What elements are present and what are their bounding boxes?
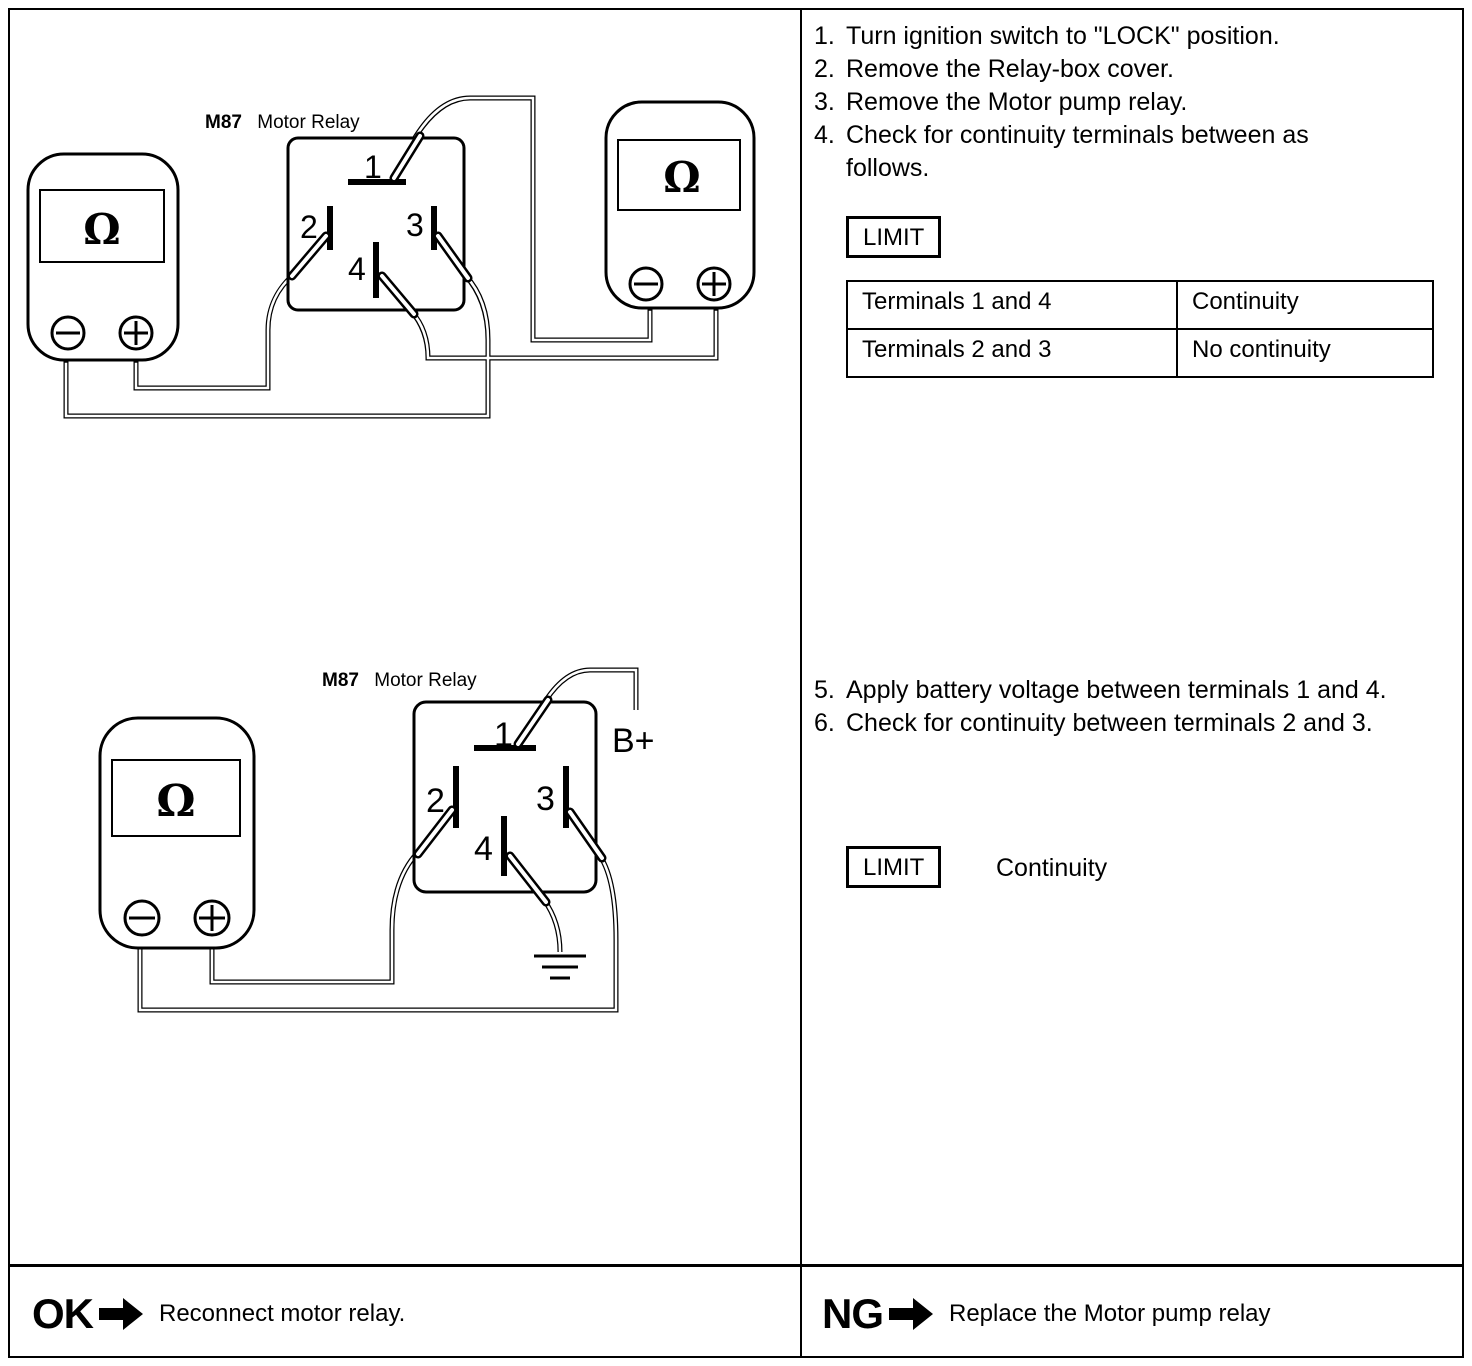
svg-text:M87 Motor Relay: M87 Motor Relay xyxy=(322,670,477,691)
motor-relay-top: M87 Motor Relay 1 2 3 4 xyxy=(205,112,473,319)
terminal-label-3: 3 xyxy=(406,207,424,243)
procedure-steps-1: 1.Turn ignition switch to "LOCK" positio… xyxy=(814,20,1366,185)
ground-icon xyxy=(534,954,586,980)
table-row: Terminals 1 and 4 Continuity xyxy=(846,280,1434,330)
step-item: 2.Remove the Relay-box cover. xyxy=(814,55,1174,83)
relay-name: Motor Relay xyxy=(374,670,477,691)
ng-verdict: NG Replace the Motor pump relay xyxy=(822,1290,1271,1338)
terminal-label-4: 4 xyxy=(474,830,493,868)
limit-badge: LIMIT xyxy=(846,216,942,258)
terminal-label-1: 1 xyxy=(494,716,513,754)
arrow-right-icon xyxy=(889,1298,933,1330)
ok-label: OK xyxy=(32,1290,94,1337)
ohmmeter-right: Ω xyxy=(604,100,756,310)
limit-table: Terminals 1 and 4 Continuity Terminals 2… xyxy=(846,280,1434,378)
table-cell-terminals: Terminals 1 and 4 xyxy=(846,280,1178,330)
ng-label: NG xyxy=(822,1290,884,1337)
ohm-symbol-left: Ω xyxy=(83,205,120,254)
ng-message: Replace the Motor pump relay xyxy=(949,1300,1271,1327)
step-item: 5.Apply battery voltage between terminal… xyxy=(814,676,1387,704)
terminal-label-4: 4 xyxy=(348,251,366,287)
limit-badge: LIMIT xyxy=(846,846,942,888)
step-item: 3.Remove the Motor pump relay. xyxy=(814,88,1188,116)
relay-code: M87 xyxy=(205,112,242,133)
procedure-steps-2: 5.Apply battery voltage between terminal… xyxy=(814,674,1387,740)
step-item: 1.Turn ignition switch to "LOCK" positio… xyxy=(814,22,1280,50)
terminal-label-1: 1 xyxy=(364,149,382,185)
minus-terminal-icon xyxy=(50,315,86,351)
ohmmeter-left: Ω xyxy=(26,152,180,362)
ohm-symbol-bottom: Ω xyxy=(156,776,195,827)
probe-tips xyxy=(287,131,473,319)
wiring-diagrams: Ω Ω xyxy=(26,95,756,1013)
bottom-diagram: Ω M87 Motor Relay 1 2 3 xyxy=(98,667,655,1013)
terminal-label-2: 2 xyxy=(426,782,445,820)
relay-name: Motor Relay xyxy=(257,112,360,133)
terminal-label-3: 3 xyxy=(536,780,555,818)
footer-divider xyxy=(8,1264,1464,1267)
relay-code: M87 xyxy=(322,670,359,691)
table-row: Terminals 2 and 3 No continuity xyxy=(846,328,1434,378)
svg-text:M87 Motor Relay: M87 Motor Relay xyxy=(205,112,360,133)
plus-terminal-icon xyxy=(696,266,732,302)
top-diagram: Ω Ω xyxy=(26,95,756,419)
ohmmeter-bottom: Ω xyxy=(98,716,256,950)
table-cell-result: Continuity xyxy=(1176,280,1434,330)
probe-tips xyxy=(413,695,607,907)
step-item: 6.Check for continuity between terminals… xyxy=(814,709,1373,737)
page-frame xyxy=(8,8,1464,1358)
arrow-right-icon xyxy=(99,1298,143,1330)
minus-terminal-icon xyxy=(123,899,161,937)
table-cell-terminals: Terminals 2 and 3 xyxy=(846,328,1178,378)
plus-terminal-icon xyxy=(118,315,154,351)
battery-positive-label: B+ xyxy=(612,722,655,760)
table-cell-result: No continuity xyxy=(1176,328,1434,378)
plus-terminal-icon xyxy=(193,899,231,937)
column-divider xyxy=(800,8,802,1358)
ok-verdict: OK Reconnect motor relay. xyxy=(32,1290,405,1338)
ohm-symbol-right: Ω xyxy=(663,153,700,202)
limit-value: Continuity xyxy=(996,854,1108,882)
motor-relay-bottom: M87 Motor Relay 1 2 3 4 B+ xyxy=(322,670,655,980)
terminal-label-2: 2 xyxy=(300,209,318,245)
step-item: 4.Check for continuity terminals between… xyxy=(814,121,1309,182)
minus-terminal-icon xyxy=(628,266,664,302)
ok-message: Reconnect motor relay. xyxy=(159,1300,406,1327)
